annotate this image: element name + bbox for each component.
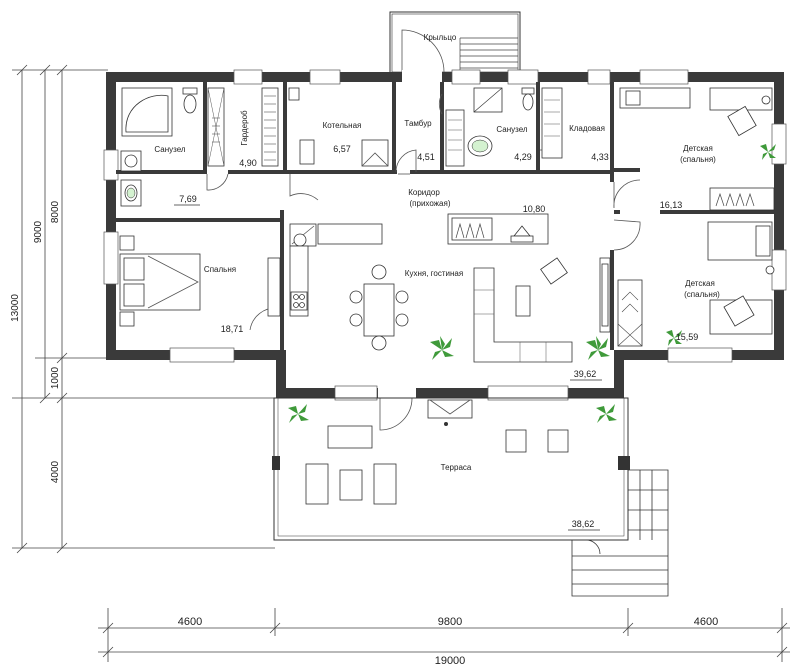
bedroom: Спальня 18,71 [119,235,281,334]
corridor-label-2: (прихожая) [410,199,451,208]
dim-left-terrace: 4000 [50,460,61,483]
bathroom-2: Санузел 4,29 [445,87,535,167]
toilet-icon [182,87,198,114]
kids1-area: 16,13 [660,200,683,210]
dim-left-total: 13000 [10,294,21,322]
terrace-area: 38,62 [572,519,595,529]
bathtub-icon [121,87,173,137]
sink-icon [120,179,142,207]
wardrobe-area: 4,90 [239,158,257,168]
boiler-room: Котельная 6,57 [288,87,389,167]
desk-chair-icon [723,295,755,327]
corridor-label-1: Коридор [408,188,440,197]
kids-room-1: Детская (спальня) 16,13 [619,87,776,211]
dim-bottom-left: 4600 [178,616,202,628]
porch-label: Крыльцо [424,33,457,42]
dim-left-step: 1000 [50,366,61,389]
pantry-label: Кладовая [569,124,605,133]
plant-icon [586,336,610,360]
sink-icon [467,135,493,157]
walls [103,69,787,401]
bed-icon [619,87,691,109]
washing-machine-icon [120,150,142,172]
plant-icon [760,144,776,160]
terrace: Терраса 38,62 [272,397,630,541]
dining-table-icon [349,264,409,351]
plant-icon [666,330,682,346]
bathroom-1: Санузел 7,69 [120,87,200,207]
porch: Крыльцо [389,11,521,75]
bedroom-label: Спальня [204,265,236,274]
kids1-label-2: (спальня) [680,155,716,164]
toilet-icon [521,87,535,111]
lamp-icon [510,225,534,243]
kids2-area: 15,59 [676,332,699,342]
dim-left-house: 9000 [33,220,44,243]
kids-room-2: Детская (спальня) 15,59 [617,221,775,347]
plant-icon [430,336,454,360]
desk-chair-icon [727,95,771,137]
stove-icon [290,291,308,311]
kitchen-area: 39,62 [574,369,597,379]
kids1-label-1: Детская [683,144,713,153]
stairs-icon [571,469,669,597]
kitchen-living: Кухня, гостиная 39,62 [289,223,611,381]
dim-bottom-right: 4600 [694,616,718,628]
bed-icon [707,221,773,261]
kids2-label-2: (спальня) [684,290,720,299]
plant-icon [596,404,617,423]
bath2-area: 4,29 [514,152,532,162]
corridor-area: 10,80 [523,204,546,214]
corridor: Коридор (прихожая) 10,80 [408,188,549,245]
bed-icon [119,253,201,311]
terrace-label: Терраса [441,463,472,472]
kids2-label-1: Детская [685,279,715,288]
kitchen-label: Кухня, гостиная [405,269,463,278]
wardrobe-label: Гардероб [240,110,249,146]
armchair-icon [540,257,568,285]
plant-icon [288,404,309,423]
dim-bottom-mid: 9800 [438,616,462,628]
vestibule: Тамбур 4,51 [404,119,434,162]
dim-left-inner: 8000 [50,200,61,223]
pantry-area: 4,33 [591,152,609,162]
fireplace-icon [427,399,473,426]
sofa-icon [473,267,573,363]
bath2-label: Санузел [496,125,527,134]
shower-icon [473,87,503,113]
boiler-label: Котельная [323,121,362,130]
vestibule-area: 4,51 [417,152,435,162]
bath1-area: 7,69 [179,194,197,204]
dim-total-width: 19000 [435,655,466,667]
boiler-area: 6,57 [333,144,351,154]
stairs-icon [459,37,518,75]
pantry: Кладовая 4,33 [541,87,609,162]
bath1-label: Санузел [154,145,185,154]
dimension-lines [12,64,790,662]
bedroom-area: 18,71 [221,324,244,334]
vestibule-label: Тамбур [404,119,432,128]
wardrobe: Гардероб 4,90 [207,87,279,168]
